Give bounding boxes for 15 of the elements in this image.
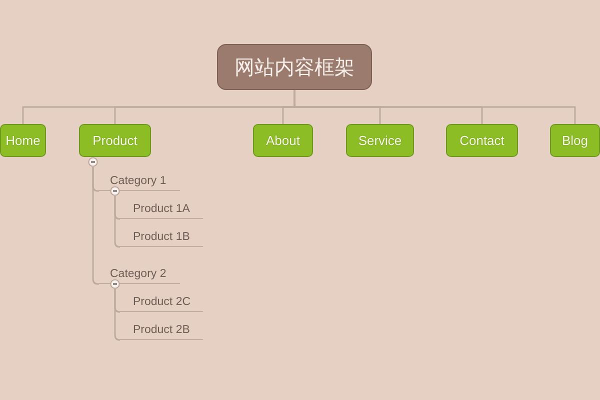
connector-line — [114, 289, 121, 341]
page-box: Blog — [550, 124, 600, 157]
connector-line — [294, 90, 576, 124]
connector-line — [92, 167, 100, 285]
tree-item: Product 1B — [119, 229, 203, 247]
page-box: Contact — [446, 124, 518, 157]
page-box: Service — [346, 124, 414, 157]
page-box: Home — [0, 124, 46, 157]
root-box: 网站内容框架 — [217, 44, 372, 90]
page-box: Product — [79, 124, 151, 157]
tree-item: Product 2C — [119, 294, 203, 312]
connector-line — [114, 196, 121, 248]
page-box: About — [253, 124, 313, 157]
tree-item: Product 1A — [119, 201, 203, 219]
tree-item: Product 2B — [119, 322, 203, 340]
